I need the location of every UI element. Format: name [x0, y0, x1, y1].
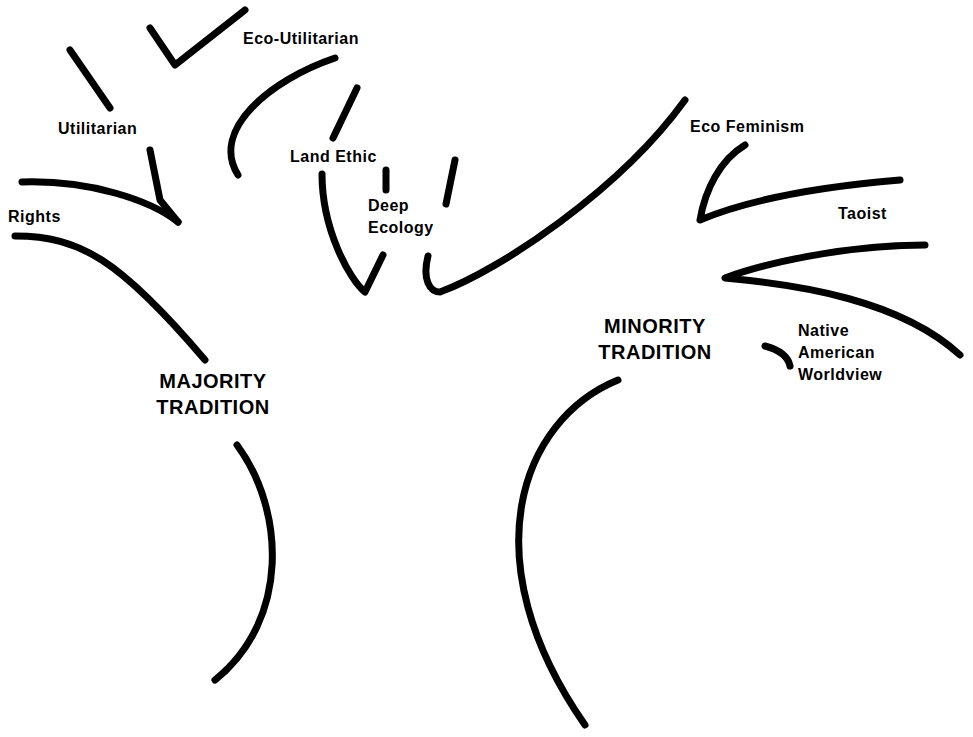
branch — [15, 236, 205, 360]
trunk — [519, 380, 618, 725]
branch-label: Eco-Utilitarian — [243, 28, 359, 50]
branch-label: Land Ethic — [290, 146, 377, 168]
branch — [70, 50, 110, 108]
branch — [333, 88, 357, 138]
branch — [446, 160, 455, 204]
tradition-label: MINORITY TRADITION — [560, 313, 750, 365]
branch-label: Rights — [8, 206, 61, 228]
branch — [426, 100, 685, 292]
branch — [765, 346, 790, 366]
branch-label: Deep Ecology — [368, 195, 460, 239]
branch-label: Taoist — [838, 203, 887, 225]
branch-label: Eco Feminism — [690, 116, 804, 138]
trunk — [215, 445, 272, 680]
branch — [383, 170, 390, 190]
branch-label: Utilitarian — [58, 118, 137, 140]
branch-label: Native American Worldview — [798, 320, 898, 386]
branch — [150, 10, 245, 65]
tradition-label: MAJORITY TRADITION — [128, 368, 298, 420]
